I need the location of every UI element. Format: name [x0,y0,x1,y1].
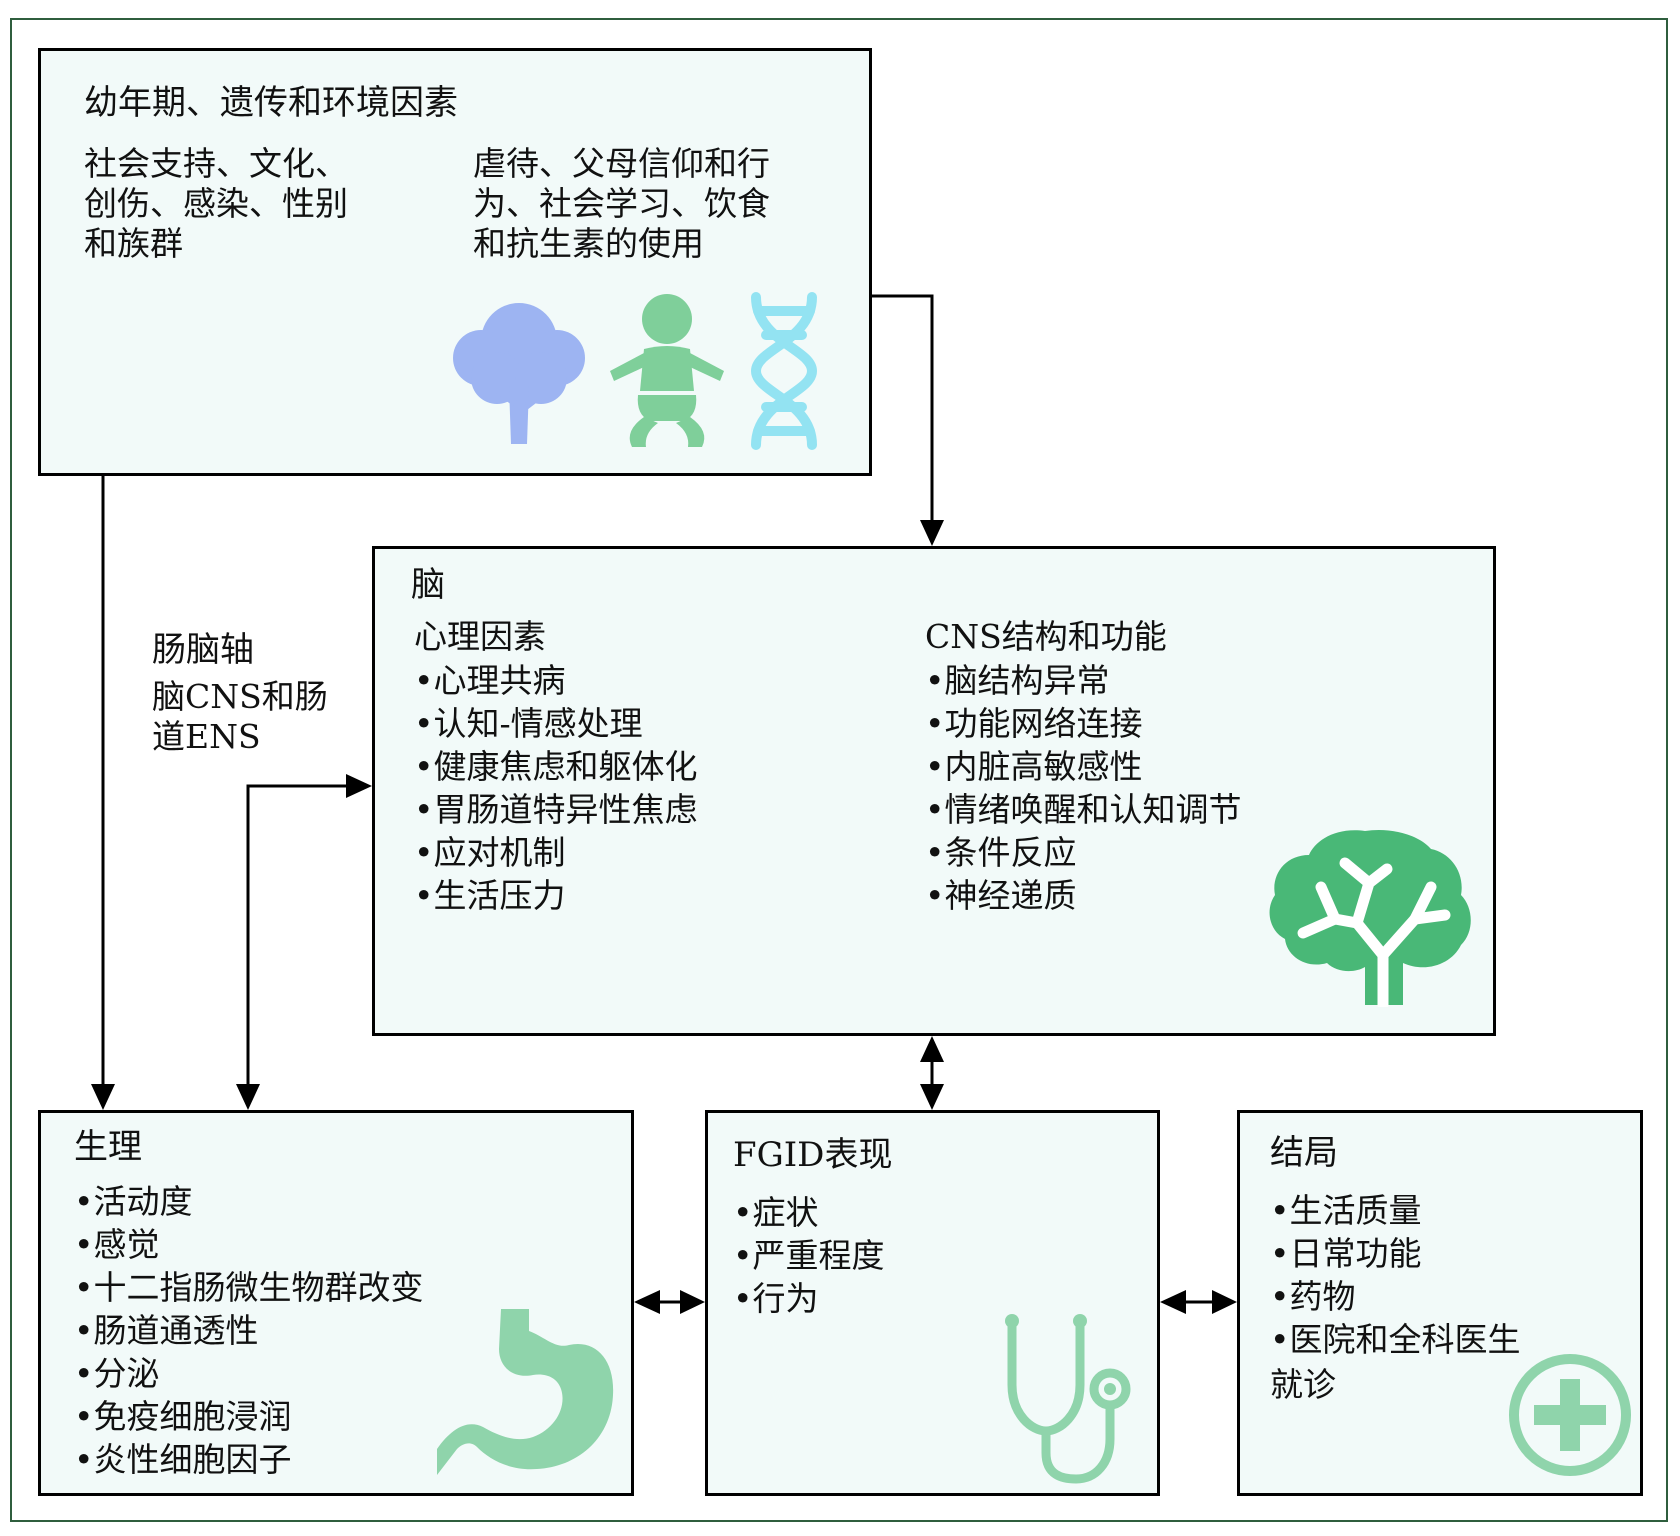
arrow-environment-to-brain [872,294,934,520]
brain-tree-icon [1269,829,1471,1007]
fgid-list: 症状 严重程度 行为 [733,1191,884,1320]
list-item: 症状 [733,1191,884,1234]
brain-title: 脑 [411,565,445,605]
list-item: 内脏高敏感性 [925,745,1241,788]
environment-title: 幼年期、遗传和环境因素 [84,83,458,123]
list-item: 健康焦虑和躯体化 [414,745,697,788]
arrowhead [236,1084,260,1110]
outcome-continuation: 就诊 [1270,1365,1336,1404]
list-item: 认知-情感处理 [414,702,697,745]
arrowhead [91,1084,115,1110]
gut-brain-axis-text: 脑CNS和肠 道ENS [152,677,328,757]
environment-right-line: 虐待、父母信仰和行 [473,144,770,183]
psych-factors-list: 心理共病 认知-情感处理 健康焦虑和躯体化 胃肠道特异性焦虑 应对机制 生活压力 [414,659,697,917]
gut-brain-axis-line: 道ENS [152,717,261,756]
physiology-box: 生理 活动度 感觉 十二指肠微生物群改变 肠道通透性 分泌 免疫细胞浸润 炎性细… [38,1110,634,1496]
environment-left-line: 社会支持、文化、 [84,144,348,183]
environment-right-line: 为、社会学习、饮食 [473,184,770,223]
environment-right-line: 和抗生素的使用 [473,224,704,263]
physiology-title: 生理 [74,1127,142,1167]
environment-left-line: 和族群 [84,224,183,263]
gut-brain-axis-line: 脑CNS和肠 [152,677,328,716]
stomach-icon [437,1309,614,1475]
arrowhead [680,1290,705,1314]
list-item: 感觉 [74,1223,423,1266]
tree-icon [453,303,585,444]
outcome-box: 结局 生活质量 日常功能 药物 医院和全科医生 就诊 [1237,1110,1643,1496]
list-item: 生活质量 [1270,1189,1520,1232]
list-item: 心理共病 [414,659,697,702]
arrowhead [920,520,944,546]
gut-brain-axis-title: 肠脑轴 [152,630,254,670]
list-item: 十二指肠微生物群改变 [74,1266,423,1309]
cns-title: CNS结构和功能 [925,617,1167,656]
list-item: 行为 [733,1277,884,1320]
arrowhead [1160,1290,1186,1314]
stethoscope-icon [1005,1314,1131,1484]
list-item: 日常功能 [1270,1232,1520,1275]
list-item: 生活压力 [414,874,697,917]
arrowhead [920,1084,944,1110]
list-item: 炎性细胞因子 [74,1438,423,1481]
cns-list: 脑结构异常 功能网络连接 内脏高敏感性 情绪唤醒和认知调节 条件反应 神经递质 [925,659,1241,917]
medical-cross-icon [1509,1354,1631,1476]
list-item: 肠道通透性 [74,1309,423,1352]
arrowhead [346,774,372,798]
environment-left-line: 创伤、感染、性别 [84,184,348,223]
arrow-gut-brain-axis [246,784,346,1084]
list-item: 情绪唤醒和认知调节 [925,788,1241,831]
environment-left-text: 社会支持、文化、 创伤、感染、性别 和族群 [84,144,348,264]
list-item: 医院和全科医生 [1270,1318,1520,1361]
physiology-list: 活动度 感觉 十二指肠微生物群改变 肠道通透性 分泌 免疫细胞浸润 炎性细胞因子 [74,1180,423,1481]
list-item: 应对机制 [414,831,697,874]
psych-factors-title: 心理因素 [414,617,546,656]
list-item: 药物 [1270,1275,1520,1318]
fgid-title: FGID表现 [733,1135,893,1175]
brain-box: 脑 心理因素 心理共病 认知-情感处理 健康焦虑和躯体化 胃肠道特异性焦虑 应对… [372,546,1496,1036]
list-item: 严重程度 [733,1234,884,1277]
arrowhead [634,1290,660,1314]
outcome-title: 结局 [1270,1133,1338,1173]
list-item: 分泌 [74,1352,423,1395]
list-item: 胃肠道特异性焦虑 [414,788,697,831]
list-item: 神经递质 [925,874,1241,917]
list-item: 条件反应 [925,831,1241,874]
fgid-box: FGID表现 症状 严重程度 行为 [705,1110,1160,1496]
list-item: 功能网络连接 [925,702,1241,745]
arrowhead [920,1036,944,1062]
outer-frame [10,18,1668,1522]
list-item: 脑结构异常 [925,659,1241,702]
outcome-list: 生活质量 日常功能 药物 医院和全科医生 [1270,1189,1520,1361]
list-item: 免疫细胞浸润 [74,1395,423,1438]
dna-icon [750,292,818,450]
list-item: 活动度 [74,1180,423,1223]
baby-icon [610,294,724,447]
arrowhead [1212,1290,1237,1314]
environment-factors-box: 幼年期、遗传和环境因素 社会支持、文化、 创伤、感染、性别 和族群 虐待、父母信… [38,48,872,476]
environment-right-text: 虐待、父母信仰和行 为、社会学习、饮食 和抗生素的使用 [473,144,770,264]
